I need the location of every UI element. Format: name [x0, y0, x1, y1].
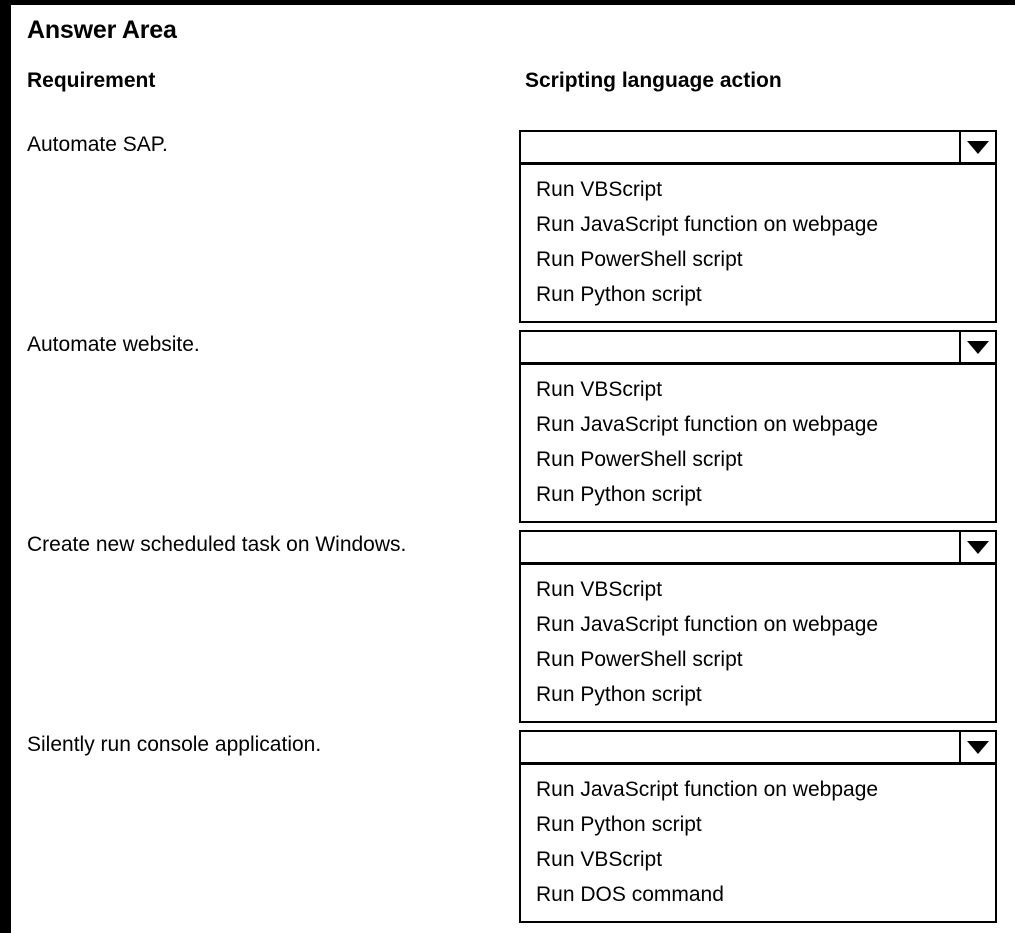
column-header-requirement: Requirement	[27, 69, 156, 92]
dropdown-2-options[interactable]: Run VBScript Run JavaScript function on …	[519, 364, 997, 523]
list-item[interactable]: Run JavaScript function on webpage	[536, 413, 879, 436]
requirement-label-4: Silently run console application.	[27, 733, 322, 756]
requirement-label-2: Automate website.	[27, 333, 200, 356]
list-item[interactable]: Run JavaScript function on webpage	[536, 778, 879, 801]
dropdown-1-value	[521, 132, 959, 162]
chevron-down-icon[interactable]	[959, 532, 995, 562]
list-item[interactable]: Run Python script	[536, 683, 702, 706]
column-header-scripting-language-action: Scripting language action	[525, 69, 782, 92]
list-item[interactable]: Run Python script	[536, 283, 702, 306]
dropdown-3-options[interactable]: Run VBScript Run JavaScript function on …	[519, 564, 997, 723]
list-item[interactable]: Run VBScript	[536, 578, 663, 601]
chevron-down-icon[interactable]	[959, 332, 995, 362]
list-item[interactable]: Run VBScript	[536, 378, 663, 401]
list-item[interactable]: Run PowerShell script	[536, 448, 743, 471]
chevron-down-icon[interactable]	[959, 732, 995, 762]
list-item[interactable]: Run VBScript	[536, 848, 663, 871]
page-left-border	[0, 0, 11, 933]
list-item[interactable]: Run JavaScript function on webpage	[536, 213, 879, 236]
requirement-label-1: Automate SAP.	[27, 133, 168, 156]
list-item[interactable]: Run PowerShell script	[536, 648, 743, 671]
dropdown-2[interactable]	[519, 330, 997, 364]
list-item[interactable]: Run JavaScript function on webpage	[536, 613, 879, 636]
list-item[interactable]: Run VBScript	[536, 178, 663, 201]
dropdown-3[interactable]	[519, 530, 997, 564]
dropdown-4-value	[521, 732, 959, 762]
dropdown-1[interactable]	[519, 130, 997, 164]
answer-area-content: Answer Area Requirement Scripting langua…	[11, 5, 1015, 933]
list-item[interactable]: Run Python script	[536, 813, 702, 836]
page-top-border	[0, 0, 1015, 5]
requirement-label-3: Create new scheduled task on Windows.	[27, 533, 407, 556]
dropdown-3-value	[521, 532, 959, 562]
list-item[interactable]: Run PowerShell script	[536, 248, 743, 271]
dropdown-1-options[interactable]: Run VBScript Run JavaScript function on …	[519, 164, 997, 323]
list-item[interactable]: Run DOS command	[536, 883, 724, 906]
dropdown-4[interactable]	[519, 730, 997, 764]
chevron-down-icon[interactable]	[959, 132, 995, 162]
dropdown-2-value	[521, 332, 959, 362]
page-title: Answer Area	[27, 16, 177, 44]
dropdown-4-options[interactable]: Run JavaScript function on webpage Run P…	[519, 764, 997, 923]
list-item[interactable]: Run Python script	[536, 483, 702, 506]
